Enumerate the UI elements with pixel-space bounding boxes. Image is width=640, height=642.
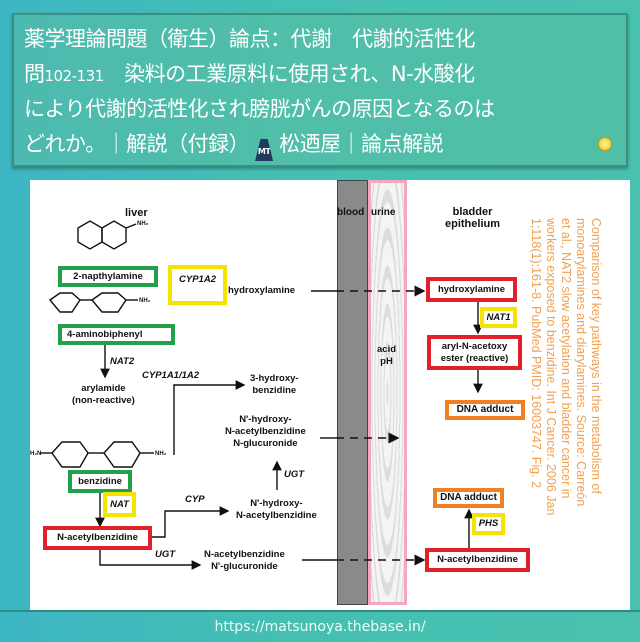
arylamide-label: arylamide(non-reactive) [72,383,135,407]
enzyme-cyp1a1-1a2: CYP1A1/1A2 [142,370,200,381]
enzyme-phs: PHS [472,513,505,535]
title-line-2: 問102-131 染料の工業原料に使用され、N-水酸化 [24,58,475,88]
nh2-label: NH₂ [137,221,149,227]
epithelium-text: epithelium [445,218,501,230]
citation-text: Comparison of key pathways in the metabo… [529,218,603,516]
appendix-label: どれか。｜解説（付録） [24,132,250,156]
urine-column [368,180,407,605]
liver-label: liver [125,207,148,219]
h2n-label: H₂N [30,451,42,457]
enzyme-ugt-2: UGT [155,549,176,560]
urine-label: urine [371,207,396,218]
non-reactive-text: (non-reactive) [72,395,135,406]
title-line-1: 薬学理論問題（衛生）論点：代謝 代謝的活性化 [24,27,476,51]
title-banner: 薬学理論問題（衛生）論点：代謝 代謝的活性化 問102-131 染料の工業原料に… [12,13,628,167]
mt-logo-icon: MT [255,139,274,161]
hb-text-1: 3-hydroxy- [250,373,299,384]
ph-text: pH [380,356,393,367]
enzyme-nat: NAT [103,492,136,517]
nh-text-1: N'-hydroxy- [250,498,303,509]
q-prefix: 問 [24,62,45,86]
bladder-text: bladder [452,206,493,218]
benzidine-structure-icon [40,441,154,468]
blood-label: blood [337,207,365,218]
question-number: 102-131 [44,67,105,85]
enzyme-cyp: CYP [185,494,205,505]
title-line-3: により代謝的活性化され膀胱がんの原因となるのは [24,97,495,121]
dna-adduct-1: DNA adduct [445,400,525,420]
footer-url[interactable]: https://matsunoya.thebase.in/ [0,610,640,640]
ester-text-1: aryl-N-acetoxy [441,341,508,352]
n-hydroxy-label: N'-hydroxy-N-acetylbenzidine [236,498,317,522]
ng-text-1: N-acetylbenzidine [204,549,285,560]
activated-n-acetylbenzidine-bladder: N-acetylbenzidine [425,548,530,572]
coin-icon [598,137,612,151]
nh2-label: NH₂ [155,451,167,457]
blood-column [337,180,368,605]
enzyme-ugt: UGT [284,469,305,480]
gluc-text-2: N-acetylbenzidine [225,426,306,437]
enzyme-cyp1a2: CYP1A2 [168,265,227,305]
3-hydroxybenzidine-label: 3-hydroxy-benzidine [250,373,299,397]
biphenyl-structure-icon [48,292,138,313]
substrate-4-aminobiphenyl: 4-aminobiphenyl [58,324,175,345]
hydroxylamine-liver: hydroxylamine [228,285,296,296]
activated-n-acetylbenzidine: N-acetylbenzidine [43,526,152,550]
arylamide-text: arylamide [81,383,126,394]
substrate-benzidine: benzidine [68,470,132,493]
activated-hydroxylamine-bladder: hydroxylamine [426,277,517,302]
naphthalene-structure-icon [77,220,137,250]
gluc-text-1: N'-hydroxy- [239,414,292,425]
ester-text-2: ester (reactive) [440,353,509,364]
enzyme-nat1: NAT1 [480,307,517,328]
nh2-label: NH₂ [139,298,151,304]
ng-text-2: N'-glucuronide [211,561,278,572]
nh-text-2: N-acetylbenzidine [236,510,317,521]
acid-text: acid [377,344,397,355]
arrows-and-structures [40,220,483,570]
hb-text-2: benzidine [252,385,297,396]
gluc-text-3: N-glucuronide [233,438,298,449]
substrate-2-napthylamine: 2-napthylamine [58,266,158,287]
brand-label: 松迺屋｜論点解説 [279,132,444,156]
dna-adduct-2: DNA adduct [433,488,504,508]
q-text: 染料の工業原料に使用され、N-水酸化 [103,62,475,86]
enzyme-nat2: NAT2 [110,356,135,367]
